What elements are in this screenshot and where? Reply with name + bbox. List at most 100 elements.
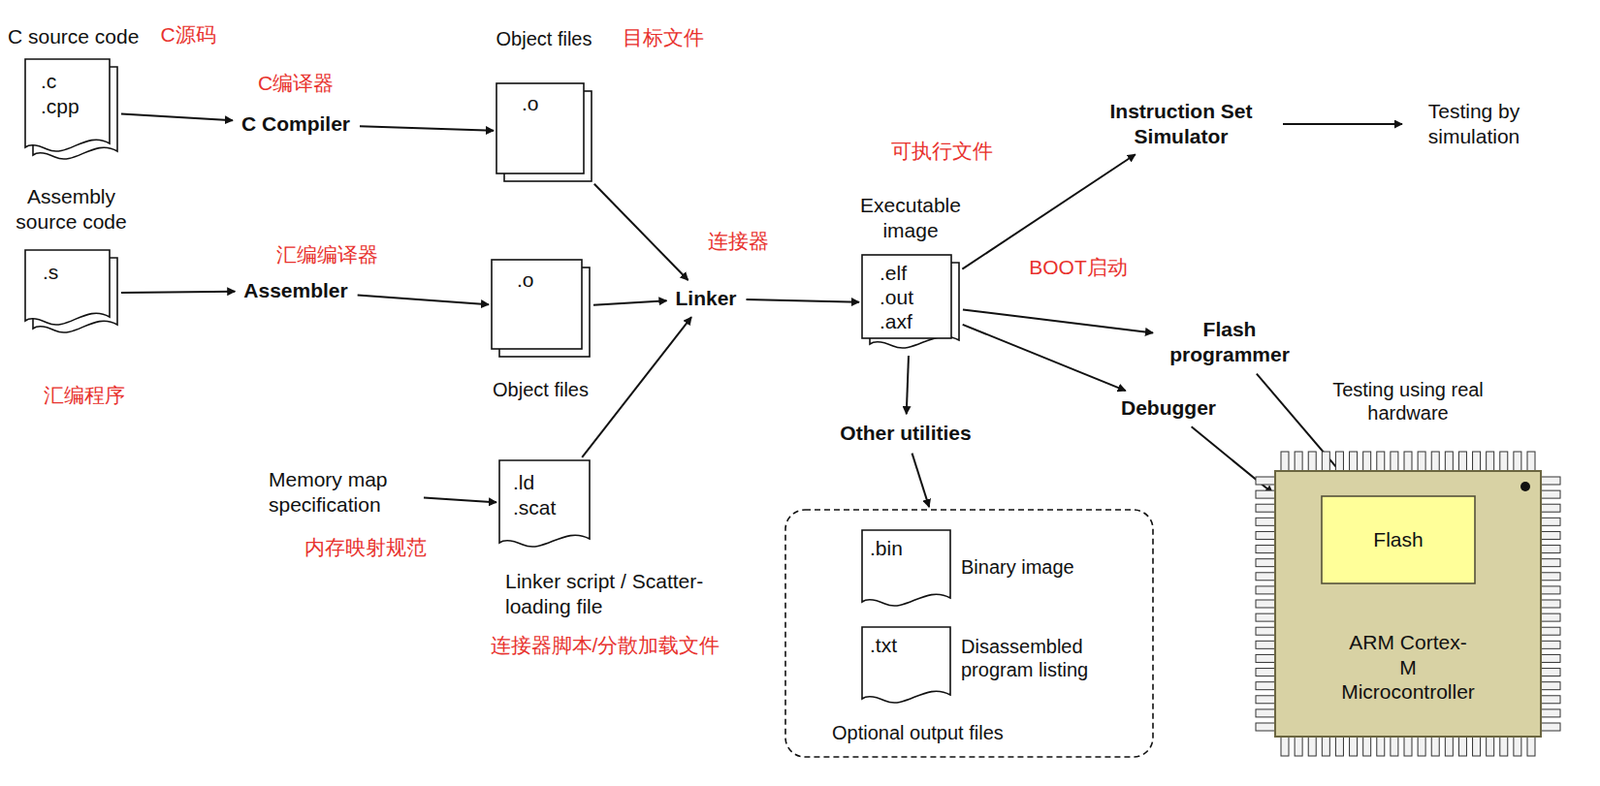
result-text: Testing by simulation [1405, 95, 1543, 153]
optional-output-group: .binBinary image.txtDisassembled program… [785, 510, 1153, 758]
chip-pin [1363, 736, 1372, 757]
chip-pin [1472, 736, 1481, 757]
chip-pin [1280, 736, 1289, 757]
node-outline [25, 250, 118, 337]
chip-pin [1513, 451, 1522, 472]
chip-pin [1255, 654, 1276, 663]
chip-pin [1404, 736, 1412, 757]
node-text: Binary image [960, 555, 1075, 579]
chip-pin [1540, 545, 1561, 554]
chip-pin [1444, 736, 1453, 757]
annotation-label: BOOT启动 [1028, 254, 1128, 282]
chip-pin [1308, 451, 1316, 472]
front-sheet [496, 83, 584, 174]
chip-pin [1255, 696, 1276, 704]
chip-pin [1540, 627, 1561, 636]
node-text: .o [521, 91, 540, 117]
chip-pin [1255, 682, 1276, 691]
annotation-label: 连接器 [707, 227, 769, 256]
chip-pin [1255, 477, 1276, 485]
annotation-label: 汇编编译器 [276, 241, 379, 269]
chip-pin [1540, 531, 1561, 540]
flow-arrow [594, 184, 689, 281]
chip-pin [1527, 736, 1536, 757]
front-sheet [25, 250, 110, 325]
chip-pin [1255, 517, 1276, 526]
chip-pin [1255, 613, 1276, 622]
dashed-group-border [785, 510, 1153, 758]
chip-pin [1472, 451, 1481, 472]
flash-block [1321, 496, 1475, 584]
node-text: Flash programmer [1161, 317, 1298, 367]
node-outline [496, 83, 592, 182]
node-text: Instruction Set Simulator [1088, 98, 1274, 149]
flow-arrow [121, 291, 235, 293]
chip-pin [1540, 517, 1561, 526]
chip-pin [1335, 451, 1344, 472]
node-text: Object files [492, 378, 589, 402]
chip-pin [1390, 736, 1399, 757]
tool-label: Assembler [237, 274, 353, 308]
front-sheet [491, 259, 582, 350]
chip-pin [1417, 736, 1426, 757]
chip-pin [1500, 736, 1508, 757]
node-text: Assembly source code [5, 184, 137, 234]
chip-pin [1255, 709, 1276, 718]
chip-pin [1527, 451, 1536, 472]
node-text: Assembler [243, 278, 348, 304]
chip-pin [1255, 600, 1276, 608]
annotation-label: 连接器脚本/分散加载文件 [490, 632, 721, 660]
chip-pin [1255, 723, 1276, 732]
node-text: Debugger [1120, 395, 1216, 421]
source-file: Assembly source code.s [25, 250, 118, 337]
object-file: Object files.o [496, 83, 592, 182]
annotation-label: C源码 [160, 21, 216, 49]
chip-pin [1294, 736, 1303, 757]
node-text: Linker script / Scatter-loading file [505, 569, 714, 619]
chip-pin [1540, 640, 1561, 649]
flow-arrow [912, 453, 930, 509]
node-text: Optional output files [832, 721, 1004, 745]
chip-pin [1540, 669, 1561, 677]
chip-pin [1486, 451, 1495, 472]
chip-pin [1540, 490, 1561, 499]
chip-pin [1255, 586, 1276, 595]
chip-pin [1540, 586, 1561, 595]
flow-arrow [961, 154, 1136, 269]
node-text: Flash [1321, 496, 1475, 584]
annotation-label: C编译器 [257, 69, 334, 97]
node-text: Linker [674, 286, 736, 312]
chip-pin [1540, 573, 1561, 581]
linker-script-file: .ld .scatLinker script / Scatter-loading… [499, 460, 590, 551]
pin1-dot [1520, 481, 1531, 492]
microcontroller-chip: FlashTesting using real hardwareARM Cort… [1275, 471, 1541, 737]
flow-arrow [962, 310, 1153, 334]
chip-pin [1255, 627, 1276, 636]
chip-pin [1513, 736, 1522, 757]
node-text: C Compiler [241, 111, 351, 137]
tool-label: C Compiler [235, 107, 356, 141]
annotation-label: 可执行文件 [891, 137, 993, 165]
node-text: ARM Cortex-M Microcontroller [1341, 630, 1475, 705]
node-text: Testing by simulation [1410, 98, 1537, 149]
chip-pin [1255, 504, 1276, 512]
chip-pin [1294, 451, 1303, 472]
chip-pin [1540, 613, 1561, 622]
object-file: .oObject files [491, 259, 590, 357]
chip-pin [1335, 736, 1344, 757]
chip-pin [1540, 504, 1561, 512]
annotation-label: 目标文件 [622, 24, 704, 52]
node-text: Disassembled program listing [960, 635, 1121, 683]
tool-label: Other utilities [833, 416, 977, 450]
node-text: Memory map specification [268, 467, 415, 517]
chip-pin [1376, 736, 1385, 757]
chip-pin [1308, 736, 1316, 757]
executable-file: Executable image.elf .out .axf [862, 255, 960, 352]
chip-pin [1540, 723, 1561, 732]
flow-arrow [746, 299, 860, 303]
node-text: .ld .scat [512, 470, 556, 520]
memory-map-text: Memory map specification [262, 463, 420, 521]
